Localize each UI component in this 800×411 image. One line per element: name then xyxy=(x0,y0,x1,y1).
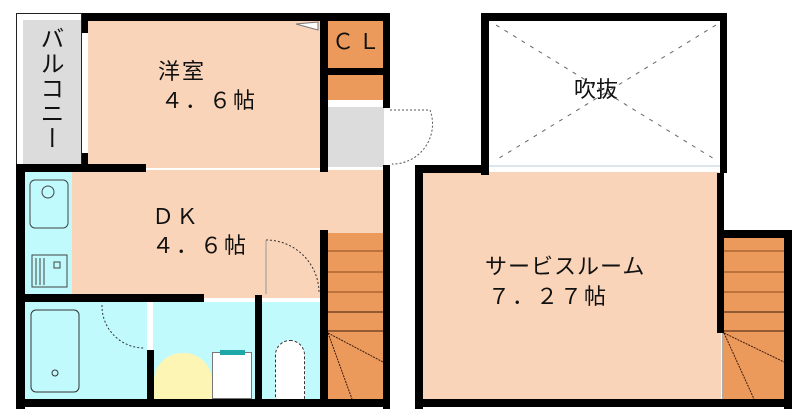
closet-shelf xyxy=(328,75,383,100)
balcony-floor xyxy=(23,20,81,164)
service-room-size: ７．２７帖 xyxy=(488,285,609,310)
washbasin xyxy=(154,353,212,399)
kitchen-counter xyxy=(25,172,72,294)
wall xyxy=(320,68,390,75)
wall xyxy=(717,173,724,333)
wall xyxy=(720,13,727,173)
wall xyxy=(16,164,146,172)
dk-name: ＤＫ xyxy=(152,205,201,230)
bath-door-area xyxy=(85,302,147,400)
wall xyxy=(82,13,88,33)
wall xyxy=(82,13,390,21)
washing-machine xyxy=(212,352,252,399)
stairs-1f xyxy=(327,233,384,399)
wall xyxy=(147,350,154,405)
dk-size: ４．６帖 xyxy=(152,234,249,259)
void-area xyxy=(489,20,720,164)
wall xyxy=(383,165,390,409)
toilet xyxy=(275,340,305,400)
wall xyxy=(481,13,489,175)
western-room-size: ４．６帖 xyxy=(161,89,258,114)
wall xyxy=(415,165,489,173)
western-room xyxy=(88,20,323,168)
western-room-name: 洋室 xyxy=(158,60,207,85)
wall xyxy=(16,164,25,409)
wall xyxy=(16,294,204,302)
wall xyxy=(320,20,328,172)
wall xyxy=(320,230,328,405)
wall xyxy=(784,230,792,409)
wall xyxy=(415,399,792,407)
wall xyxy=(724,230,792,238)
entry xyxy=(328,107,384,167)
stairs-2f xyxy=(724,237,784,400)
wall xyxy=(415,165,423,409)
wall xyxy=(16,399,390,407)
closet-label: ＣＬ xyxy=(332,30,385,55)
service-room xyxy=(423,172,721,400)
wall xyxy=(481,13,727,21)
wall xyxy=(383,13,390,108)
washing-machine-panel xyxy=(220,350,245,355)
wall xyxy=(82,153,88,168)
closet xyxy=(328,20,383,68)
service-room-name: サービスルーム xyxy=(485,255,646,280)
balcony-label: バルコニー xyxy=(36,26,64,151)
wall xyxy=(255,295,262,405)
bathroom xyxy=(25,302,85,400)
